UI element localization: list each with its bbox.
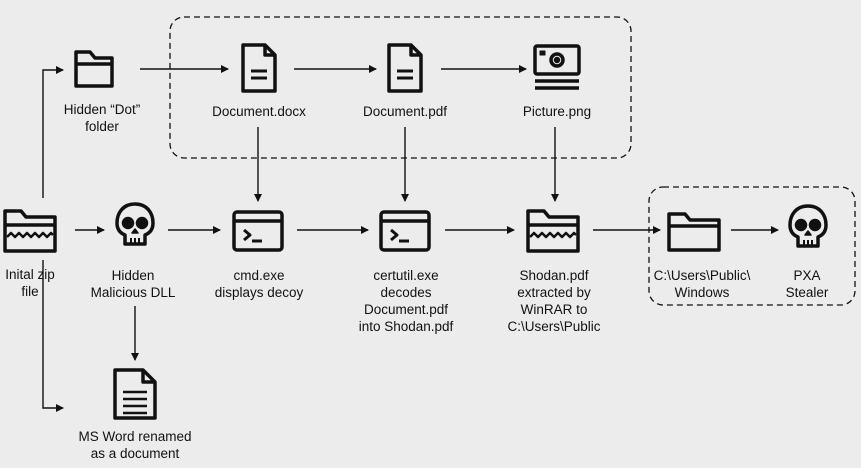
zip-folder-icon <box>3 209 57 253</box>
terminal-icon <box>232 210 284 252</box>
arrow-zip-to-msword <box>42 260 64 412</box>
ms-word-label: MS Word renamed as a document <box>78 429 192 461</box>
payload-group-box <box>648 186 856 306</box>
terminal-icon <box>379 210 431 252</box>
document-docx-label: Document.docx <box>212 104 306 119</box>
decoy-files-group-box <box>169 16 632 159</box>
hidden-dot-folder-label: Hidden “Dot” folder <box>63 102 141 134</box>
certutil-label: certutil.exe decodes Document.pdf into S… <box>358 268 454 334</box>
users-public-windows-label: C:\Users\Public\ Windows <box>653 268 751 300</box>
hidden-dll-label: Hidden Malicious DLL <box>90 268 176 300</box>
skull-icon <box>115 202 155 246</box>
zip-folder-icon <box>526 209 580 253</box>
arrow-zip-to-dot-folder <box>42 66 64 198</box>
document-icon <box>241 43 277 93</box>
skull-icon <box>788 204 828 248</box>
document-pdf-label: Document.pdf <box>362 104 448 119</box>
folder-icon <box>74 50 114 88</box>
picture-png-label: Picture.png <box>522 104 592 119</box>
document-icon <box>113 368 157 420</box>
folder-icon <box>667 212 721 252</box>
photo-icon <box>533 44 581 90</box>
shodan-pdf-label: Shodan.pdf extracted by WinRAR to C:\Use… <box>507 268 601 334</box>
cmd-exe-label: cmd.exe displays decoy <box>214 268 304 300</box>
initial-zip-label: Inital zip file <box>5 267 55 299</box>
pxa-stealer-label: PXA Stealer <box>785 268 829 300</box>
document-icon <box>387 43 423 93</box>
